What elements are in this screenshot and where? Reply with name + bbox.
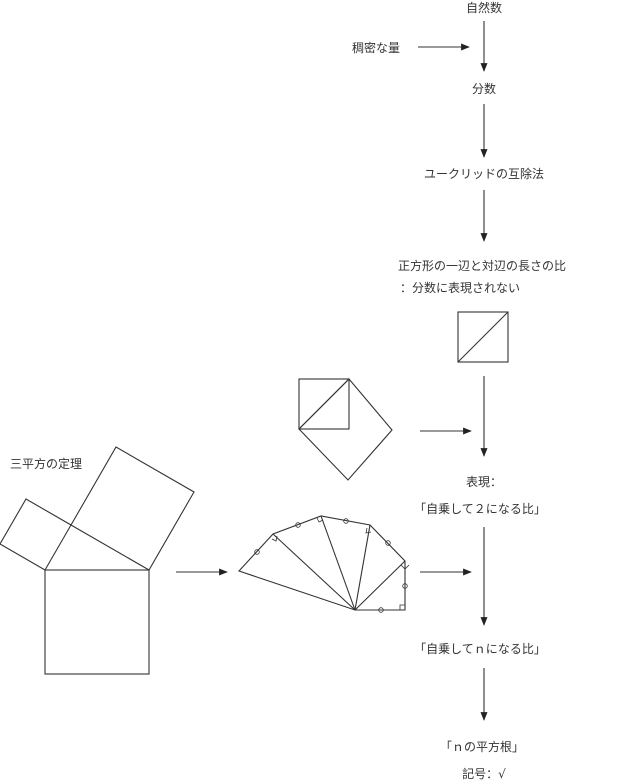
label-euclid: ユークリッドの互除法 [424,166,544,181]
pythagorean-figure [0,446,195,675]
doubled-square-figure [298,378,393,481]
label-ratio-line2: ：分数に表現されない [400,280,520,295]
label-pythagoras: 三平方の定理 [10,456,82,471]
label-symbol: 記号：√ [462,766,506,781]
label-sqrt-n: 「ｎの平方根」 [440,739,524,754]
label-square-n: 「自乗してｎになる比」 [414,642,546,656]
label-expression: 表現： [466,475,502,489]
label-square-two: 「自乗して２になる比」 [414,502,546,516]
label-fractions: 分数 [472,81,496,96]
root-spiral-fan [238,515,410,613]
square-diagonal-figure [457,311,509,363]
label-ratio-line1: 正方形の一辺と対辺の長さの比 [398,258,566,273]
label-dense-quantity: 稠密な量 [352,40,400,55]
label-natural-numbers: 自然数 [466,0,502,15]
